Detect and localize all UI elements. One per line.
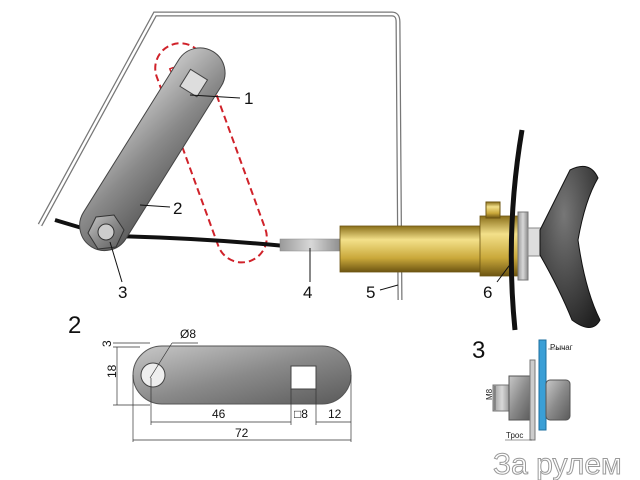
dim-square: □8 <box>294 407 308 421</box>
support-bracket <box>37 11 403 301</box>
callout-4: 4 <box>303 283 312 302</box>
dim-length: 72 <box>235 426 249 440</box>
dim-width: 18 <box>105 364 119 378</box>
dim-square-to-end: 12 <box>328 407 342 421</box>
dashboard-panel <box>508 129 525 331</box>
set-screw <box>485 201 501 219</box>
dim-hole-diameter: Ø8 <box>180 327 196 341</box>
callout-3: 3 <box>118 283 127 302</box>
callout-5: 5 <box>366 283 375 302</box>
detail-2-number: 2 <box>68 312 81 339</box>
callout-1: 1 <box>244 89 253 108</box>
callout-2: 2 <box>173 199 182 218</box>
callout-6: 6 <box>483 283 492 302</box>
thread-label: М8 <box>485 388 494 400</box>
cable-plate <box>529 359 536 441</box>
watermark-logo: За рулем <box>493 448 622 480</box>
lever-plate <box>538 339 547 431</box>
lever-label: Рычаг <box>550 343 573 352</box>
cable-rod <box>279 238 343 252</box>
dim-thickness: 3 <box>100 340 114 347</box>
detail-3-number: 3 <box>472 337 485 364</box>
hex-nut <box>87 214 125 250</box>
callout-leaders <box>109 94 513 291</box>
detail-3-bolt-drawing: 3 М8 Рычаг Трос <box>472 337 573 441</box>
square-hole <box>179 68 209 98</box>
brass-housing <box>339 225 486 273</box>
detail-2-lever-drawing: 2 3 18 Ø8 46 □8 12 72 <box>68 312 352 442</box>
dim-hole-to-square: 46 <box>212 407 226 421</box>
washer <box>517 211 529 281</box>
cable-label: Трос <box>506 431 523 440</box>
lever <box>79 47 226 252</box>
t-handle-knob <box>539 165 601 328</box>
